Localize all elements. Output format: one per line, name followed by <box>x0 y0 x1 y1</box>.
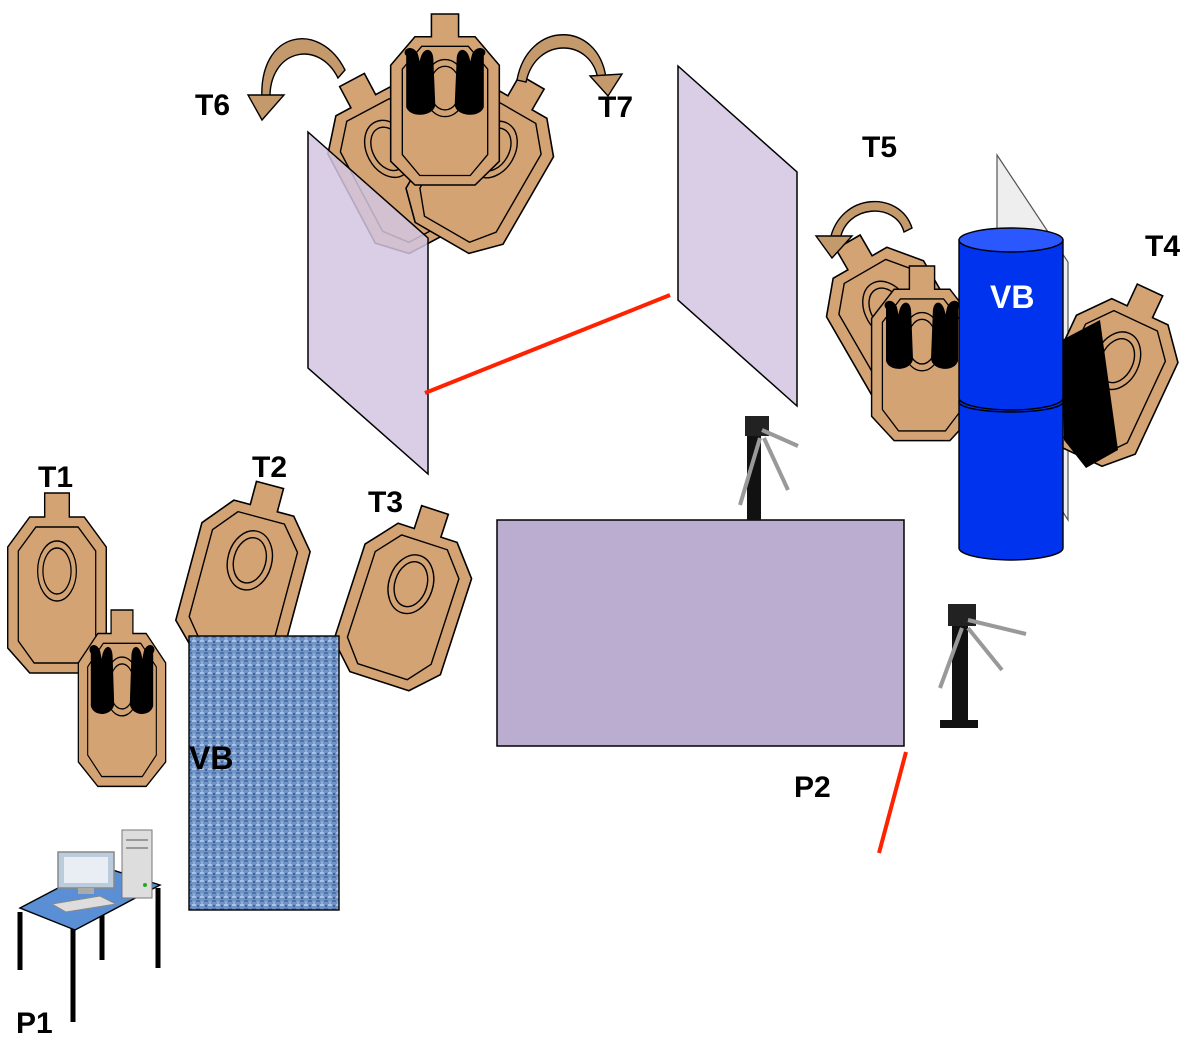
fault-line-p2 <box>877 751 908 854</box>
label-t3: T3 <box>368 486 403 519</box>
label-vb-right: VB <box>990 279 1034 315</box>
label-t2: T2 <box>252 451 287 484</box>
target-no-shoot-top <box>389 13 501 186</box>
label-t6: T6 <box>195 89 230 122</box>
target-t3 <box>325 491 490 700</box>
label-p2: P2 <box>794 771 831 804</box>
rotation-arrow-t5 <box>814 200 913 260</box>
label-vb-left: VB <box>189 740 233 776</box>
wall-p2 <box>496 519 905 747</box>
turnstile-right <box>938 604 1027 728</box>
label-t5: T5 <box>862 131 897 164</box>
transparent-panel-left <box>307 130 429 476</box>
rotation-arrow-t7 <box>516 34 624 98</box>
computer-desk-p1 <box>17 829 162 1022</box>
turnstile-top <box>738 416 799 520</box>
vision-barrier-left <box>188 635 340 911</box>
fault-line-upper <box>424 293 671 395</box>
label-p1: P1 <box>16 1007 53 1039</box>
barrel-stack: VB <box>958 227 1064 561</box>
label-t7: T7 <box>598 91 633 124</box>
rotation-arrow-t6 <box>246 38 346 122</box>
label-t4: T4 <box>1145 230 1180 263</box>
transparent-panel-right <box>677 64 798 408</box>
label-t1: T1 <box>38 461 73 494</box>
target-t4 <box>1022 265 1196 478</box>
